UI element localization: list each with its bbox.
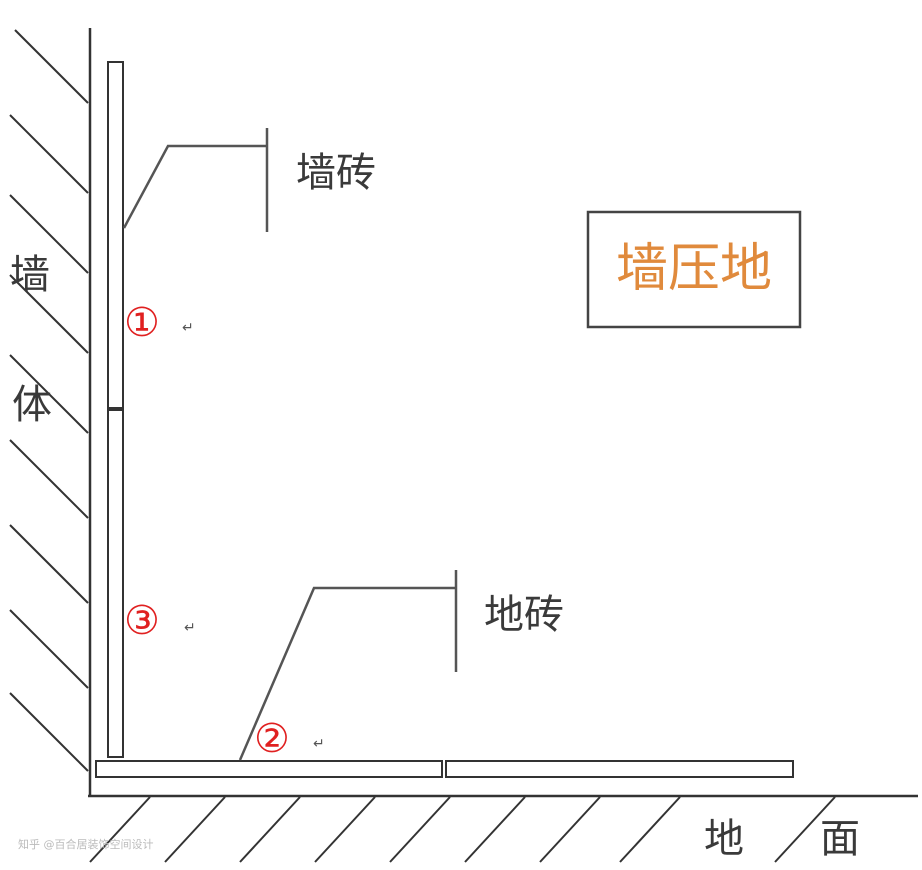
ground-label-char-1: 地 [704, 816, 744, 862]
wall-hatching [9, 29, 89, 772]
wall-tile-label: 墙砖 [296, 150, 376, 196]
title-box [586, 210, 802, 329]
floor-tile-label: 地砖 [484, 592, 564, 638]
floor-tile-left [95, 760, 443, 778]
return-mark-1: ↵ [182, 320, 194, 336]
title-text: 墙压地 [616, 239, 772, 299]
return-mark-2: ↵ [313, 736, 325, 752]
floor-hatching [89, 796, 836, 863]
marker-2: ② [254, 716, 290, 762]
wall-label-char-1: 墙 [10, 252, 50, 298]
watermark: 知乎 @百合居装饰空间设计 [18, 837, 154, 851]
floor-tile-leader [238, 570, 458, 761]
marker-1: ① [124, 300, 160, 346]
return-mark-3: ↵ [184, 620, 196, 636]
wall-tile-leader [122, 128, 269, 232]
wall-tile-upper [107, 61, 124, 409]
ground-label-char-2: 面 [820, 816, 860, 862]
wall-tile-lower [107, 409, 124, 758]
wall-label-char-2: 体 [12, 382, 52, 428]
marker-3: ③ [124, 598, 160, 644]
floor-tile-right [445, 760, 794, 778]
